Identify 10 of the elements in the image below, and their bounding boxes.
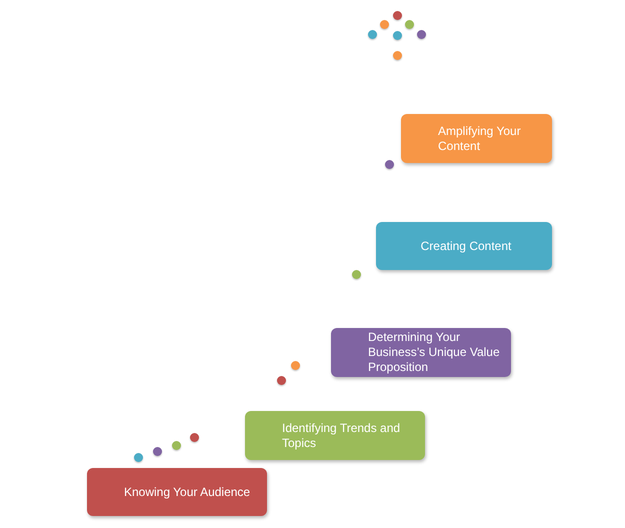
step-label: Knowing Your Audience [124, 484, 250, 500]
step-box [331, 328, 511, 377]
step-label: Amplifying Your Content [438, 124, 522, 154]
step-box [245, 411, 425, 460]
step-box [87, 468, 267, 516]
step-box [376, 222, 552, 270]
step-label: Identifying Trends and Topics [282, 420, 402, 450]
step-box [401, 114, 552, 163]
step-label: Creating Content [420, 238, 512, 254]
step-label: Determining Your Business’s Unique Value Proposition [368, 330, 501, 375]
